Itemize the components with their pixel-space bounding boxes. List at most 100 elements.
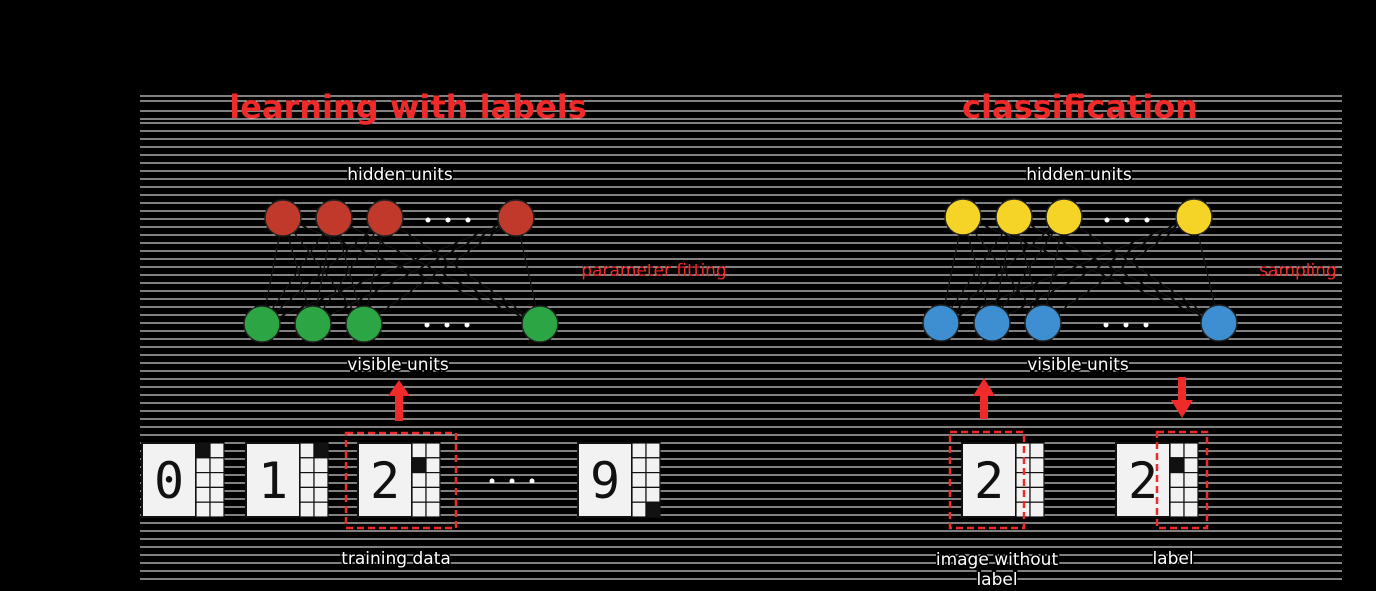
connection-edge: [940, 216, 1015, 324]
hidden-unit: [944, 198, 982, 236]
connection-edge: [1042, 216, 1195, 324]
connection-edge: [940, 216, 1195, 324]
label-cell: [1169, 457, 1185, 474]
connection-edge: [312, 217, 517, 325]
label-cell: [425, 442, 441, 459]
label-cell: [1183, 457, 1199, 474]
hidden-unit: [366, 199, 404, 237]
left-title: learning with labels: [229, 88, 587, 126]
label-cell: [1183, 442, 1199, 459]
label-cell: [299, 472, 315, 489]
label-cell: [313, 486, 329, 503]
label-cell: [631, 457, 647, 474]
label-cell: [313, 501, 329, 518]
left-visible-ellipsis: [424, 322, 470, 328]
training-sample-1: 1: [245, 442, 329, 518]
digit-0: 0: [154, 452, 184, 510]
label-cell: [209, 442, 225, 459]
label-cell: [1169, 486, 1185, 503]
query-digit: 2: [974, 452, 1004, 510]
digit-1: 1: [258, 452, 288, 510]
empty-label-grid: [1015, 442, 1045, 518]
label-cell: [1169, 501, 1185, 518]
left-hidden-units-label: hidden units: [347, 165, 453, 185]
connection-edge: [282, 217, 541, 325]
label-cell: [1029, 486, 1045, 503]
label-cell: [631, 501, 647, 518]
visible-unit: [521, 305, 559, 343]
labeled-result: 2: [1115, 430, 1209, 530]
label-cell: [1029, 442, 1045, 459]
label-cell: [299, 486, 315, 503]
visible-unit: [345, 305, 383, 343]
right-visible-layer: [922, 304, 1238, 342]
hidden-unit: [995, 198, 1033, 236]
label-cell: [1183, 472, 1199, 489]
connection-edge: [1063, 216, 1220, 324]
training-ellipsis: [489, 478, 535, 484]
visible-unit: [922, 304, 960, 342]
label-cell: [645, 472, 661, 489]
label-cell: [411, 442, 427, 459]
label-cell: [299, 442, 315, 459]
connection-edge: [991, 216, 1195, 324]
label-highlight: [1155, 430, 1209, 530]
label-grid-1: [299, 442, 329, 518]
left-visible-layer: [243, 305, 559, 343]
sampled-label-grid: [1169, 442, 1199, 518]
image-without-label-text-2: label: [976, 570, 1017, 590]
label-cell: [411, 472, 427, 489]
label-cell: [209, 457, 225, 474]
label-cell: [425, 457, 441, 474]
left-visible-units-label: visible units: [347, 355, 449, 375]
right-visible-units-label: visible units: [1027, 355, 1129, 375]
digit-2: 2: [370, 452, 400, 510]
label-cell: [299, 457, 315, 474]
label-cell: [299, 501, 315, 518]
label-cell: [411, 457, 427, 474]
connection-edge: [363, 217, 517, 325]
label-cell: [313, 472, 329, 489]
label-cell: [195, 457, 211, 474]
connection-edge: [261, 217, 386, 325]
visible-unit: [973, 304, 1011, 342]
digit-9: 9: [590, 452, 620, 510]
label-cell: [645, 442, 661, 459]
label-cell: [411, 486, 427, 503]
hidden-unit: [1045, 198, 1083, 236]
label-cell: [1029, 457, 1045, 474]
label-grid-2: [411, 442, 441, 518]
hidden-unit: [315, 199, 353, 237]
left-panel: learning with labels hidden units parame…: [141, 88, 727, 571]
label-cell: [1169, 442, 1185, 459]
label-cell: [631, 442, 647, 459]
label-cell: [1169, 472, 1185, 489]
right-visible-ellipsis: [1103, 322, 1149, 328]
label-cell: [645, 486, 661, 503]
label-cell: [195, 442, 211, 459]
right-up-arrow: [973, 378, 995, 419]
label-grid-0: [195, 442, 225, 518]
label-cell: [425, 472, 441, 489]
right-down-arrow: [1171, 377, 1193, 418]
label-cell: [631, 472, 647, 489]
visible-unit: [1200, 304, 1238, 342]
connection-edge: [962, 216, 1220, 324]
label-cell: [209, 501, 225, 518]
left-hidden-layer: [264, 199, 535, 237]
connection-edge: [991, 216, 1065, 324]
label-cell: [209, 472, 225, 489]
label-grid-9: [631, 442, 661, 518]
label-cell: [645, 501, 661, 518]
connection-edge: [333, 217, 541, 325]
label-cell: [411, 501, 427, 518]
image-without-label-text: image without: [936, 550, 1059, 570]
label-cell: [631, 486, 647, 503]
left-hidden-ellipsis: [425, 217, 471, 223]
label-cell: [1183, 486, 1199, 503]
label-cell: [1029, 472, 1045, 489]
result-digit: 2: [1128, 452, 1158, 510]
connection-edge: [261, 217, 517, 325]
training-sample-2: 2: [344, 431, 458, 530]
